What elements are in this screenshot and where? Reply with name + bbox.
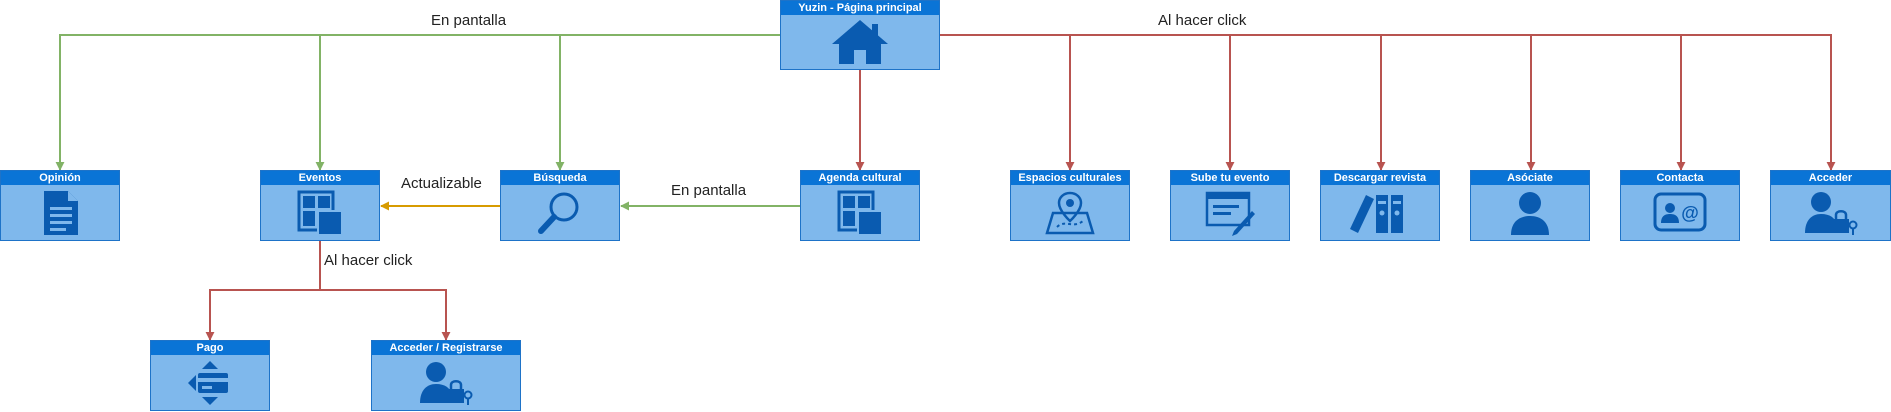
edge-label-eventos-click: Al hacer click	[322, 252, 415, 269]
node-acceder-registrarse-label: Acceder / Registrarse	[372, 341, 520, 355]
edge-home-opinion	[55, 34, 780, 171]
node-sube-label: Sube tu evento	[1171, 171, 1289, 185]
grid-layout-icon	[261, 185, 379, 240]
node-sube[interactable]: Sube tu evento	[1170, 170, 1290, 241]
node-pago-label: Pago	[151, 341, 269, 355]
node-pago[interactable]: Pago	[150, 340, 270, 411]
user-lock-icon	[1771, 185, 1890, 240]
node-opinion[interactable]: Opinión	[0, 170, 120, 241]
node-home-label: Yuzin - Página principal	[781, 1, 939, 15]
edge-label-top-right: Al hacer click	[1156, 12, 1249, 29]
edge-home-acceder	[940, 34, 1836, 171]
node-contacta-label: Contacta	[1621, 171, 1739, 185]
node-acceder-label: Acceder	[1771, 171, 1890, 185]
edge-label-middle: En pantalla	[669, 182, 749, 199]
node-espacios-label: Espacios culturales	[1011, 171, 1129, 185]
node-opinion-label: Opinión	[1, 171, 119, 185]
svg-text:@: @	[1681, 203, 1699, 223]
node-contacta[interactable]: Contacta @	[1620, 170, 1740, 241]
node-eventos[interactable]: Eventos	[260, 170, 380, 241]
edge-label-top-left: En pantalla	[429, 12, 509, 29]
node-acceder[interactable]: Acceder	[1770, 170, 1891, 241]
node-eventos-label: Eventos	[261, 171, 379, 185]
grid-layout-icon	[801, 185, 919, 240]
node-descargar-label: Descargar revista	[1321, 171, 1439, 185]
node-asociate-label: Asóciate	[1471, 171, 1589, 185]
contact-card-icon: @	[1621, 185, 1739, 240]
document-icon	[1, 185, 119, 240]
node-agenda-label: Agenda cultural	[801, 171, 919, 185]
edit-window-icon	[1171, 185, 1289, 240]
map-pin-icon	[1011, 185, 1129, 240]
edge-eventos-registrarse	[320, 289, 451, 341]
home-icon	[781, 15, 939, 69]
user-lock-icon	[372, 355, 520, 410]
node-acceder-registrarse[interactable]: Acceder / Registrarse	[371, 340, 521, 411]
edge-label-actualizable: Actualizable	[399, 175, 484, 192]
node-busqueda[interactable]: Búsqueda	[500, 170, 620, 241]
binders-icon	[1321, 185, 1439, 240]
node-busqueda-label: Búsqueda	[501, 171, 619, 185]
node-home[interactable]: Yuzin - Página principal	[780, 0, 940, 70]
user-icon	[1471, 185, 1589, 240]
node-descargar[interactable]: Descargar revista	[1320, 170, 1440, 241]
node-asociate[interactable]: Asóciate	[1470, 170, 1590, 241]
payment-card-icon	[151, 355, 269, 410]
search-icon	[501, 185, 619, 240]
edge-eventos-pago	[205, 240, 321, 341]
node-espacios[interactable]: Espacios culturales	[1010, 170, 1130, 241]
node-agenda[interactable]: Agenda cultural	[800, 170, 920, 241]
